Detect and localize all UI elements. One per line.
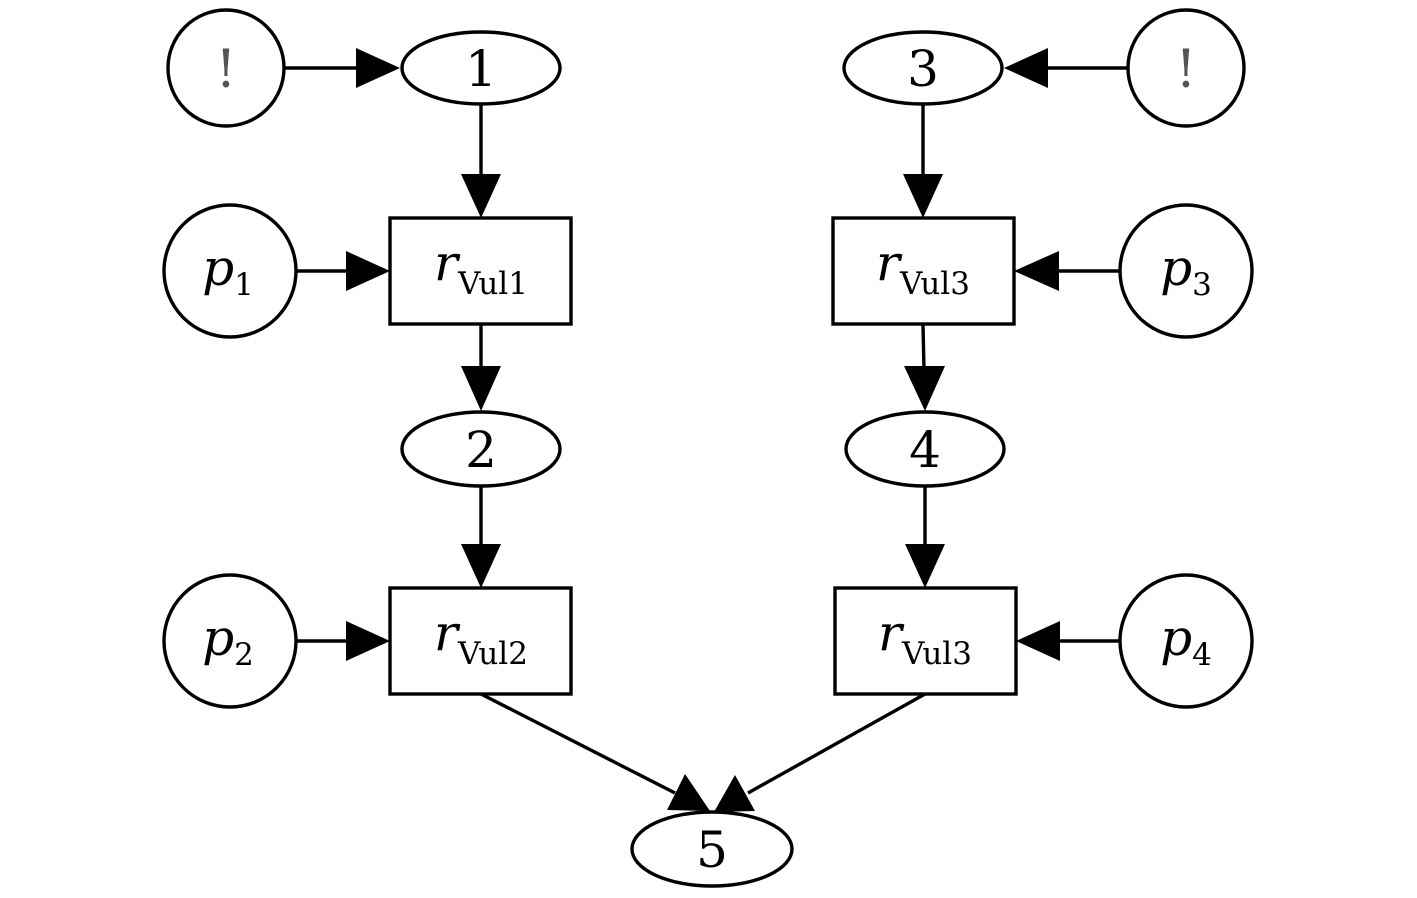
- node-p4-sub: 4: [1192, 637, 1212, 673]
- node-r-vul3-bottom: rVul3: [833, 586, 1018, 696]
- node-r-vul1: rVul1: [388, 216, 573, 326]
- node-r-vul1-var: r: [434, 234, 461, 292]
- edge-r2-to-n5: [480, 692, 710, 811]
- node-p1-var: p: [202, 239, 234, 297]
- node-p2-sub: 2: [234, 637, 254, 673]
- edge-bang1-to-n1: [285, 48, 400, 88]
- node-r-vul3-top-label: rVul3: [876, 234, 970, 302]
- node-p1-sub: 1: [234, 267, 254, 303]
- edge-n4-to-r3b: [905, 486, 945, 588]
- node-p2-label: p2: [202, 609, 254, 673]
- node-p4: p4: [1118, 573, 1254, 709]
- node-p3: p3: [1118, 203, 1254, 339]
- node-r-vul2: rVul2: [388, 586, 573, 696]
- node-bang-left: !: [166, 8, 286, 128]
- node-r-vul3-bottom-var: r: [878, 604, 905, 662]
- node-bang-right: !: [1126, 8, 1246, 128]
- node-r-vul2-sub: Vul2: [457, 636, 528, 672]
- edge-n3-to-r3a: [903, 104, 943, 218]
- node-p3-label: p3: [1160, 239, 1212, 303]
- edge-p4-to-r3b: [1016, 621, 1119, 661]
- node-5: 5: [630, 810, 794, 888]
- node-r-vul3-top: rVul3: [831, 216, 1016, 326]
- node-4: 4: [844, 410, 1006, 488]
- node-p1-label: p1: [202, 239, 254, 303]
- edge-n2-to-r2: [461, 486, 501, 588]
- node-3: 3: [842, 30, 1004, 106]
- node-2-label: 2: [465, 421, 497, 479]
- node-r-vul1-label: rVul1: [434, 234, 528, 302]
- edge-r3b-to-n5: [714, 692, 926, 812]
- node-p3-var: p: [1160, 239, 1192, 297]
- edge-r3a-to-n4: [904, 324, 945, 411]
- node-p1: p1: [162, 203, 298, 339]
- edges: [285, 48, 1127, 812]
- node-4-label: 4: [909, 421, 941, 479]
- edge-p3-to-r3a: [1014, 251, 1119, 291]
- node-3-label: 3: [907, 40, 939, 98]
- edge-r1-to-n2: [461, 325, 501, 411]
- edge-p2-to-r2: [297, 621, 390, 661]
- node-p3-sub: 3: [1192, 267, 1212, 303]
- edge-n1-to-r1: [461, 104, 501, 218]
- nodes: ! 1 3 ! p1 rVul1 rVul3: [162, 8, 1254, 888]
- node-r-vul3-bottom-label: rVul3: [878, 604, 972, 672]
- node-p4-label: p4: [1160, 609, 1212, 673]
- node-1-label: 1: [465, 40, 497, 98]
- node-p2: p2: [162, 573, 298, 709]
- node-r-vul1-sub: Vul1: [457, 266, 528, 302]
- node-r-vul3-top-sub: Vul3: [899, 266, 970, 302]
- node-p4-var: p: [1160, 609, 1192, 667]
- node-r-vul3-bottom-sub: Vul3: [901, 636, 972, 672]
- edge-bang2-to-n3: [1004, 48, 1127, 88]
- node-bang-left-label: !: [216, 40, 237, 100]
- node-r-vul2-label: rVul2: [434, 604, 528, 672]
- node-bang-right-label: !: [1176, 40, 1197, 100]
- node-5-label: 5: [696, 821, 728, 879]
- node-p2-var: p: [202, 609, 234, 667]
- node-1: 1: [400, 30, 562, 106]
- node-2: 2: [400, 410, 562, 488]
- edge-p1-to-r1: [297, 251, 390, 291]
- node-r-vul2-var: r: [434, 604, 461, 662]
- node-r-vul3-top-var: r: [876, 234, 903, 292]
